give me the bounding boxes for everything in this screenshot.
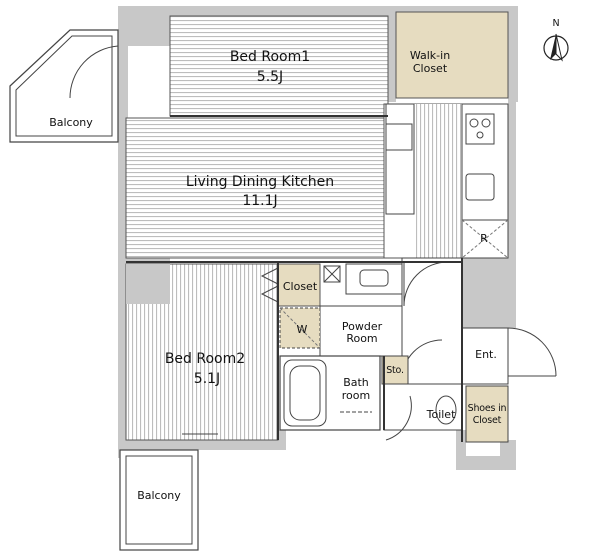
balcony-west-label: Balcony: [49, 116, 93, 129]
closet-floor: [277, 263, 321, 307]
walkin-closet-line2: Closet: [412, 62, 448, 75]
shoes-closet-floor: [465, 385, 509, 443]
ldk-size: 11.1J: [242, 193, 278, 209]
bathroom-line1: Bath: [343, 376, 369, 389]
toilet-bowl: [435, 395, 457, 425]
north-label: N: [552, 18, 560, 29]
bedroom1-size: 5.5J: [256, 69, 284, 85]
closet-label: Closet: [282, 280, 318, 293]
shoes-closet-line1: Shoes in: [467, 403, 507, 414]
storage-label: Sto.: [386, 365, 404, 376]
storage-floor: [381, 355, 409, 385]
fridge-label: R: [480, 232, 488, 245]
kitchen-sink: [465, 173, 495, 201]
bedroom1-name: Bed Room1: [229, 49, 311, 65]
bedroom2-size: 5.1J: [193, 371, 221, 387]
walkin-closet-line1: Walk-in: [409, 49, 451, 62]
ldk-name: Living Dining Kitchen: [185, 174, 335, 190]
entrance-label: Ent.: [475, 348, 497, 361]
toilet-label: Toilet: [426, 408, 456, 421]
fridge-space: [461, 219, 509, 259]
bathroom-line2: room: [341, 389, 371, 402]
powder-room-line2: Room: [346, 332, 378, 345]
bedroom2-name: Bed Room2: [164, 351, 246, 367]
shoes-closet-line2: Closet: [472, 415, 502, 426]
balcony-south-floor: [119, 449, 199, 551]
powder-room-line1: Powder: [341, 320, 383, 333]
washer-label: W: [296, 323, 308, 336]
bedroom1-floor: [169, 15, 389, 117]
stove: [465, 113, 495, 145]
north-compass: N: [538, 18, 574, 68]
walkin-closet-floor: [395, 11, 509, 99]
balcony-south-label: Balcony: [137, 489, 181, 502]
